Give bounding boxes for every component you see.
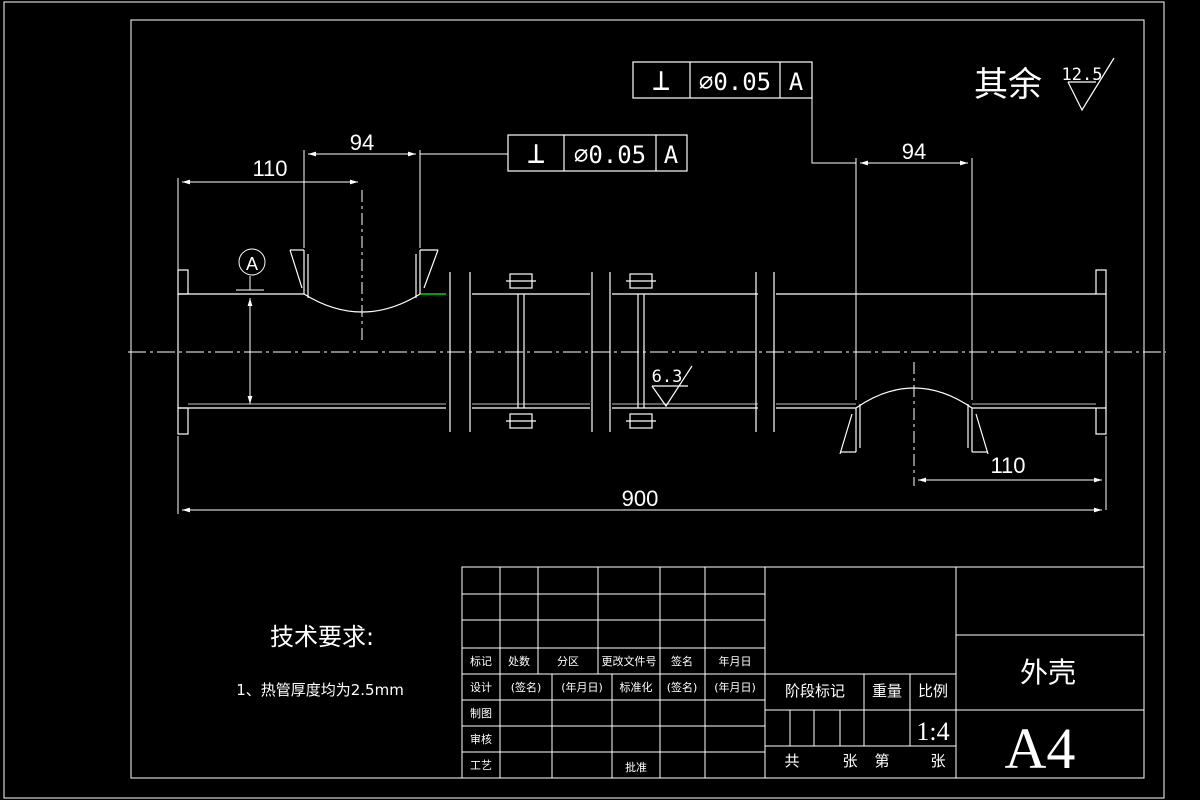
tb-standardization: 标准化 (620, 680, 653, 694)
tb-sheets-unit-a: 张 (842, 752, 857, 770)
datum-a-label: A (246, 254, 258, 274)
roughness-local-value: 6.3 (652, 367, 683, 387)
tb-header-mark: 标记 (470, 654, 492, 668)
tb-approve-label: 批准 (625, 760, 647, 774)
tb-weight: 重量 (872, 682, 902, 700)
outer-sheet-border (3, 1, 1165, 799)
roughness-general-value: 12.5 (1062, 65, 1103, 85)
notes-item: 1、热管厚度均为2.5mm (236, 681, 404, 699)
tb-scale-label: 比例 (918, 682, 948, 700)
perpendicularity-icon: ⊥ (652, 63, 670, 98)
tb-header-signature: 签名 (671, 654, 693, 668)
tb-stage-mark: 阶段标记 (785, 682, 845, 700)
roughness-general-label: 其余 (974, 65, 1042, 105)
tb-header-count: 处数 (508, 655, 530, 668)
tb-header-zone: 分区 (557, 655, 579, 668)
tb-design-signature: (签名) (511, 680, 542, 694)
tolerance-datum: A (664, 141, 679, 169)
perpendicularity-icon: ⊥ (527, 136, 545, 171)
dimension-lines (177, 82, 1107, 514)
tb-standardization-date: (年月日) (714, 680, 756, 694)
tb-sheet-no: 第 (874, 752, 889, 770)
notes-title: 技术要求: (270, 623, 374, 651)
pipe-body (177, 249, 1107, 455)
tb-standardization-signature: (签名) (667, 680, 698, 694)
tb-review-label: 审核 (470, 732, 492, 746)
dim-110-right: 110 (990, 453, 1025, 478)
tolerance-value: ∅0.05 (574, 141, 646, 169)
tb-header-change-doc: 更改文件号 (602, 654, 657, 668)
tb-process-label: 工艺 (470, 759, 492, 772)
roughness-icon (1067, 57, 1115, 112)
roughness-local-icon (651, 365, 693, 408)
tb-design-date: (年月日) (561, 680, 603, 694)
dim-94-right: 94 (902, 139, 926, 164)
dim-900-overall: 900 (622, 486, 659, 511)
dim-110-left: 110 (252, 156, 287, 181)
tb-sheets-total: 共 (784, 752, 799, 770)
tb-sheets-unit-b: 张 (930, 752, 945, 770)
tolerance-datum: A (789, 68, 804, 96)
tolerance-frame-top: ⊥ ∅0.05 A (632, 61, 813, 99)
title-block-grid (461, 566, 1145, 779)
tb-drafting-label: 制图 (470, 707, 492, 720)
tb-paper-size: A4 (1005, 716, 1076, 781)
tb-design-label: 设计 (470, 681, 492, 694)
tolerance-frame-left: ⊥ ∅0.05 A (507, 134, 688, 172)
tb-header-date: 年月日 (719, 654, 752, 668)
dim-94-left: 94 (350, 130, 374, 155)
tb-part-name: 外壳 (1020, 656, 1076, 689)
tb-scale-value: 1:4 (916, 717, 949, 746)
tolerance-value: ∅0.05 (699, 68, 771, 96)
